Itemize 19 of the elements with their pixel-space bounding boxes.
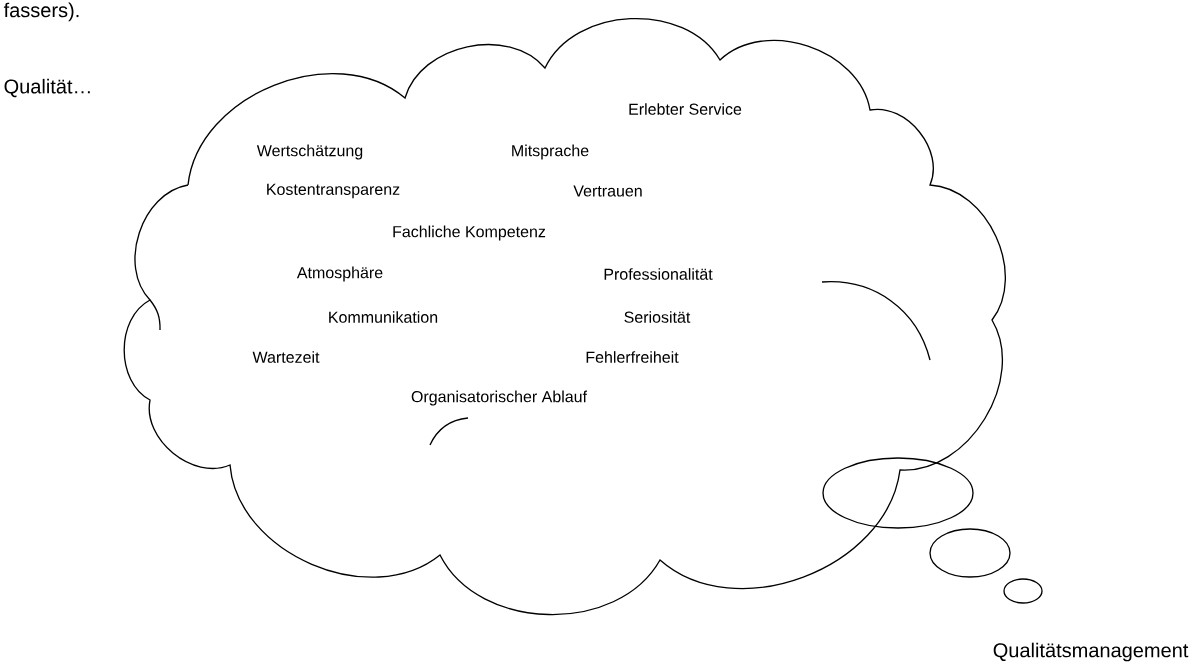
keyword-text: Kommunikation (329, 311, 438, 323)
note-text: Qualitätsmanagement (993, 642, 1189, 662)
keyword-text: Organisatorischer Ablauf (411, 390, 588, 406)
keyword-text: Fachliche Kompetenz (393, 225, 546, 241)
note-text: Qualität… (4, 78, 90, 98)
thought-bubble (822, 457, 974, 529)
keyword-text: Fehlerfreiheit (586, 351, 679, 363)
note-text: fassers). (3, 2, 79, 22)
keyword-text: Professionalität (604, 268, 713, 280)
keyword-text: Wartezeit (252, 351, 320, 363)
keyword-text: Vertrauen (573, 185, 642, 197)
keyword-text: Seriosität (624, 311, 691, 323)
keyword-text: Wertschätzung (256, 144, 363, 160)
thought-bubble (1003, 578, 1043, 604)
keyword-text: Erlebter Service (629, 103, 742, 115)
keyword-text: Atmosphäre (296, 266, 383, 282)
keyword-text: Mitsprache (512, 144, 589, 160)
thought-bubble (929, 528, 1011, 578)
keyword-text: Kostentransparenz (267, 183, 400, 199)
